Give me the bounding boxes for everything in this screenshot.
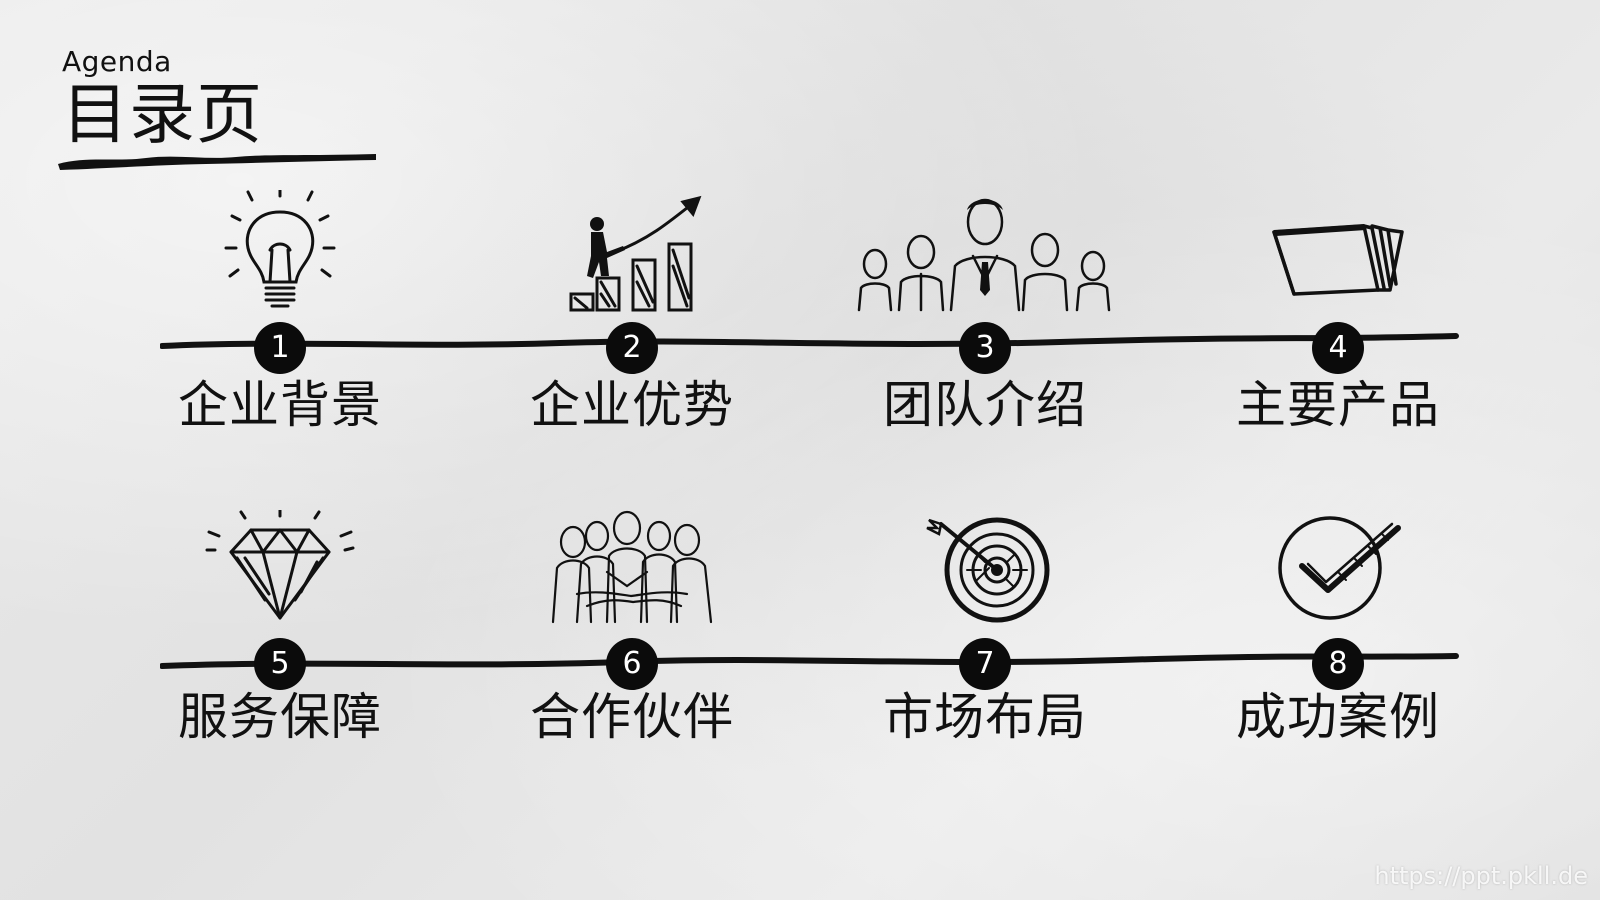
watermark-url: https://ppt.pkll.de [1374,862,1588,890]
agenda-item-7[interactable]: 7 市场布局 [855,510,1115,770]
teamwork-hands-icon [551,510,713,624]
item-label: 企业背景 [178,376,382,434]
item-label: 市场布局 [883,688,1087,746]
item-label: 主要产品 [1236,376,1440,434]
page-title: 目录页 [62,76,263,153]
agenda-item-5[interactable]: 5 服务保障 [150,510,410,770]
diamond-icon [205,510,355,620]
agenda-item-2[interactable]: 2 企业优势 [502,190,762,450]
team-icon [857,198,1111,312]
item-number-badge: 6 [606,638,658,690]
item-number-badge: 5 [254,638,306,690]
agenda-item-4[interactable]: 4 主要产品 [1208,190,1468,450]
agenda-item-1[interactable]: 1 企业背景 [150,190,410,450]
agenda-item-3[interactable]: 3 团队介绍 [855,190,1115,450]
growth-chart-icon [569,195,702,312]
item-label: 成功案例 [1236,688,1440,746]
book-icon [1272,224,1404,296]
item-label: 企业优势 [530,376,734,434]
item-label: 服务保障 [178,688,382,746]
item-label: 合作伙伴 [530,688,734,746]
item-label: 团队介绍 [883,376,1087,434]
lightbulb-icon [224,190,336,308]
timeline-line-bottom [160,653,1459,669]
item-number-badge: 7 [959,638,1011,690]
agenda-subtitle: Agenda [62,45,172,78]
timeline-line-top [160,333,1459,349]
agenda-item-8[interactable]: 8 成功案例 [1208,510,1468,770]
item-number-badge: 2 [606,322,658,374]
agenda-item-6[interactable]: 6 合作伙伴 [502,510,762,770]
target-icon [926,517,1050,623]
item-number-badge: 1 [254,322,306,374]
checkmark-icon [1278,516,1401,620]
item-number-badge: 8 [1312,638,1364,690]
item-number-badge: 3 [959,322,1011,374]
title-underline [58,154,376,170]
item-number-badge: 4 [1312,322,1364,374]
